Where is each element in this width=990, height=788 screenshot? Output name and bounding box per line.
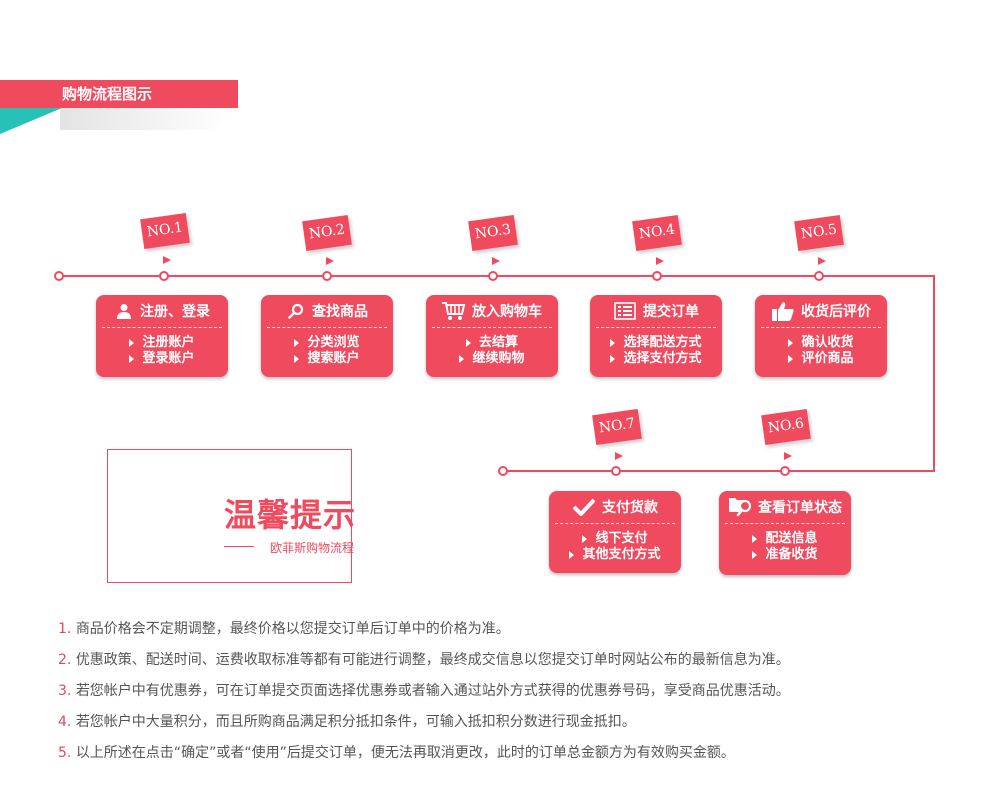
step-card-7: 支付货款 线下支付 其他支付方式	[549, 491, 681, 573]
header-fold	[0, 108, 62, 134]
list-item: 选择配送方式	[590, 335, 722, 351]
thumbs-up-icon	[771, 301, 795, 321]
step-card-6: 查看订单状态 配送信息 准备收货	[719, 491, 851, 575]
list-item: 去结算	[426, 335, 558, 351]
step-title: 提交订单	[643, 304, 699, 320]
step-title: 支付货款	[602, 500, 658, 516]
header-shadow	[60, 108, 230, 130]
timeline-dot-7	[611, 466, 621, 476]
note-item: 2. 优惠政策、配送时间、运费收取标准等都有可能进行调整，最终成交信息以您提交订…	[58, 652, 790, 668]
step-tag-6: NO.6	[761, 408, 811, 446]
note-item: 3. 若您帐户中有优惠券，可在订单提交页面选择优惠券或者输入通过站外方式获得的优…	[58, 683, 790, 699]
step-title: 注册、登录	[140, 304, 210, 320]
tips-box: 温馨提示 欧菲斯购物流程	[107, 449, 355, 583]
timeline-dot-6	[780, 466, 790, 476]
step-tag-7: NO.7	[592, 408, 642, 446]
step-card-3: 放入购物车 去结算 继续购物	[426, 295, 558, 377]
note-item: 5. 以上所述在点击“确定”或者“使用”后提交订单，便无法再取消更改，此时的订单…	[58, 745, 735, 761]
step-card-2: 查找商品 分类浏览 搜索账户	[261, 295, 393, 377]
timeline-bottom	[506, 470, 935, 472]
step-card-1: 注册、登录 注册账户 登录账户	[96, 295, 228, 377]
list-item: 准备收货	[719, 547, 851, 563]
list-item: 配送信息	[719, 531, 851, 547]
list-item: 搜索账户	[261, 351, 393, 367]
timeline-top	[63, 275, 935, 277]
step-title: 放入购物车	[472, 304, 542, 320]
step-tag-2: NO.2	[302, 214, 352, 252]
timeline-dot-3	[488, 271, 498, 281]
flag-icon	[615, 452, 623, 460]
list-item: 登录账户	[96, 351, 228, 367]
timeline-dot-5	[814, 271, 824, 281]
timeline-right-connector	[933, 275, 935, 472]
flag-icon	[656, 257, 664, 265]
timeline-dot-start	[54, 271, 64, 281]
step-title: 查找商品	[312, 304, 368, 320]
step-tag-1: NO.1	[140, 212, 190, 250]
flag-icon	[326, 257, 334, 265]
step-tag-5: NO.5	[794, 214, 844, 252]
step-tag-3: NO.3	[468, 214, 518, 252]
list-item: 其他支付方式	[549, 547, 681, 563]
search-icon	[286, 301, 306, 321]
timeline-dot-1	[159, 271, 169, 281]
step-title: 收货后评价	[801, 304, 871, 320]
note-item: 1. 商品价格会不定期调整，最终价格以您提交订单后订单中的价格为准。	[58, 621, 510, 637]
timeline-dot-end	[498, 466, 508, 476]
cart-icon	[442, 301, 466, 321]
list-item: 线下支付	[549, 531, 681, 547]
list-item: 评价商品	[755, 351, 887, 367]
flag-icon	[163, 256, 171, 264]
step-card-5: 收货后评价 确认收货 评价商品	[755, 295, 887, 377]
step-tag-4: NO.4	[632, 214, 682, 252]
list-item: 选择支付方式	[590, 351, 722, 367]
flag-icon	[492, 257, 500, 265]
tips-dash	[224, 546, 254, 547]
flag-icon	[784, 452, 792, 460]
timeline-dot-4	[652, 271, 662, 281]
list-item: 确认收货	[755, 335, 887, 351]
list-item: 继续购物	[426, 351, 558, 367]
order-search-icon	[728, 497, 754, 517]
page-title: 购物流程图示	[62, 85, 153, 103]
list-item: 分类浏览	[261, 335, 393, 351]
notes-list: 1. 商品价格会不定期调整，最终价格以您提交订单后订单中的价格为准。 2. 优惠…	[58, 614, 790, 769]
header-ribbon	[0, 80, 238, 108]
list-item: 注册账户	[96, 335, 228, 351]
list-icon	[613, 301, 637, 321]
step-card-4: 提交订单 选择配送方式 选择支付方式	[590, 295, 722, 377]
step-title: 查看订单状态	[758, 500, 842, 516]
flag-icon	[818, 257, 826, 265]
user-icon	[114, 301, 134, 321]
timeline-dot-2	[322, 271, 332, 281]
tips-title: 温馨提示	[224, 496, 357, 534]
note-item: 4. 若您帐户中大量积分，而且所购商品满足积分抵扣条件，可输入抵扣积分数进行现金…	[58, 714, 636, 730]
tips-subtitle: 欧菲斯购物流程	[270, 541, 355, 555]
check-icon	[572, 497, 596, 517]
